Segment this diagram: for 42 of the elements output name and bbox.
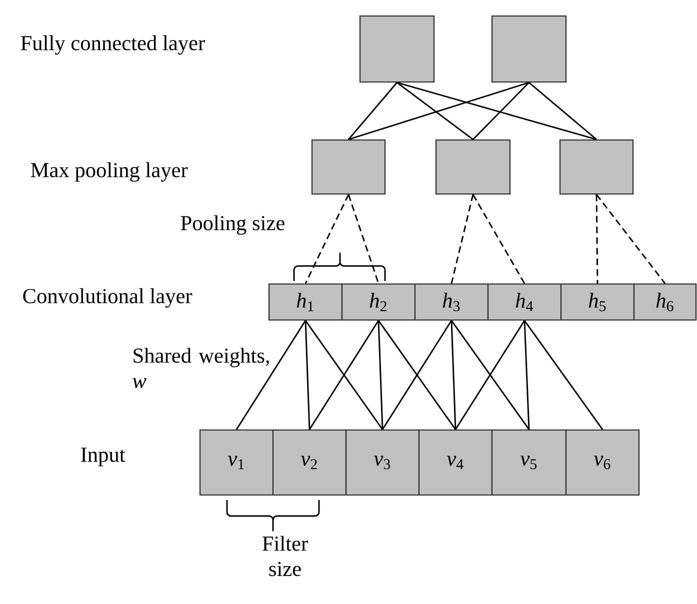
layer-cell: h$_{3}$ [414,283,489,321]
dashed-connection [450,194,474,284]
layer-cell: h$_{2}$ [341,283,416,321]
connection-line [524,320,604,430]
connection-line [472,82,530,140]
connection-line [378,320,384,430]
connection-line [524,320,530,430]
layer-cell: h$_{6}$ [633,283,697,321]
layer-label: Convolutional layer [23,288,192,308]
layer-cell: v$_{3}$ [345,429,420,496]
layer-label: Pooling size [180,215,284,235]
layer-cell: v$_{6}$ [565,429,640,496]
layer-cell: v$_{1}$ [199,429,274,496]
neuron-box [435,139,511,195]
layer-cell: h$_{4}$ [487,283,562,321]
connection-line [236,320,306,430]
connection-line [304,320,310,430]
connection-line [396,82,597,140]
layer-cell: v$_{5}$ [491,429,567,496]
connection-line [396,82,474,140]
layer-cell: v$_{4}$ [418,429,493,496]
neuron-box [359,15,435,83]
dashed-connection [304,194,350,284]
connection-line [348,82,530,140]
layer-cell: v$_{2}$ [272,429,347,496]
dashed-connection [596,194,598,284]
layer-label: Max pooling layer [30,162,188,182]
dashed-connection [348,194,380,284]
neuron-box [559,139,634,195]
dashed-connection [596,194,666,284]
layer-cell: h$_{5}$ [560,283,635,321]
connection-line [348,82,398,140]
layer-cell: h$_{1}$ [268,283,343,321]
dashed-connection [472,194,526,284]
neuron-box [311,139,386,195]
layer-label: Fully connected layer [20,35,205,55]
layer-label: Input [81,448,126,466]
connection-line [528,82,597,140]
layer-label: Filter size [262,536,308,576]
connection-line [450,320,456,430]
layer-label: Shared weights, w [132,348,269,388]
neuron-box [491,15,567,83]
